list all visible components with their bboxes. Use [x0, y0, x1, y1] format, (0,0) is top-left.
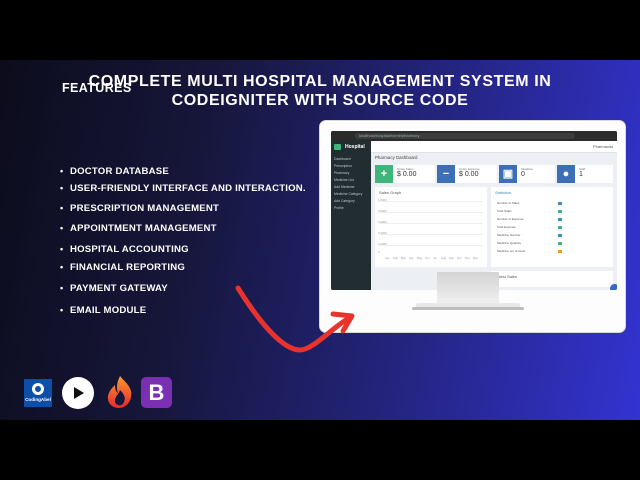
x-tick: Apr: [409, 256, 414, 260]
x-tick: Dec: [473, 256, 478, 260]
header-user: Pharmacist: [592, 144, 613, 149]
codeigniter-flame-icon: [104, 375, 136, 409]
page-title: Pharmacy Dashboard: [375, 155, 418, 160]
headline: COMPLETE MULTI HOSPITAL MANAGEMENT SYSTE…: [0, 72, 640, 110]
sales-graph-title: Sales Graph: [379, 190, 402, 195]
latest-sales-title: Latest Sales: [495, 274, 518, 279]
sidebar-item: Prescription: [334, 164, 352, 168]
sidebar-item: Medicine Category: [334, 192, 363, 196]
status-badge: [558, 250, 562, 253]
x-tick: Sep: [449, 256, 454, 260]
feature-item: •FINANCIAL REPORTING: [60, 262, 186, 273]
status-badge: [558, 226, 562, 229]
youtube-icon: [62, 377, 94, 409]
y-tick: 0: [378, 250, 380, 254]
y-tick: 0.6000: [378, 220, 387, 224]
statistics-panel: Statistics Number of Sales Total Sales N…: [491, 187, 613, 267]
x-tick: Jul: [433, 256, 437, 260]
plus-icon: +: [375, 165, 393, 183]
app-logo: Hospital: [331, 141, 371, 153]
x-tick: Feb: [393, 256, 398, 260]
y-tick: 0.2000: [378, 242, 387, 246]
app-main: Pharmacy Dashboard + Today Sales $ 0.00 …: [375, 155, 613, 287]
feature-item: •USER-FRIENDLY INTERFACE AND INTERACTION…: [60, 183, 306, 194]
x-tick: Oct: [457, 256, 462, 260]
sidebar-item: Add Category: [334, 199, 355, 203]
bootstrap-icon: B: [141, 377, 172, 408]
monitor-neck: [437, 272, 499, 304]
x-tick: Jun: [425, 256, 430, 260]
feature-item: •DOCTOR DATABASE: [60, 166, 169, 177]
hospital-logo-icon: [334, 144, 341, 150]
help-button[interactable]: [610, 284, 617, 290]
monitor-foot-edge: [412, 307, 524, 310]
statistics-row: Medicine out of stock: [497, 249, 526, 253]
monitor-foot: [416, 303, 520, 308]
sidebar-item: Add Medicine: [334, 185, 355, 189]
status-badge: [558, 218, 562, 221]
y-tick: 1.0000: [378, 198, 387, 202]
app-header: Hospital Pharmacist: [331, 141, 617, 153]
status-badge: [558, 202, 562, 205]
feature-item: •APPOINTMENT MANAGEMENT: [60, 223, 217, 234]
features-title: FEATURES: [62, 81, 132, 95]
sidebar-item: Profile: [334, 206, 344, 210]
status-badge: [558, 210, 562, 213]
stat-card: ▣ Medicine 0: [499, 165, 555, 183]
monitor-screen: localhost/hospital/home/pharmacy Hospita…: [331, 131, 617, 290]
medicine-icon: ▣: [499, 165, 517, 183]
x-tick: Aug: [441, 256, 446, 260]
status-badge: [558, 234, 562, 237]
minus-icon: −: [437, 165, 455, 183]
statistics-row: Medicine Number: [497, 233, 521, 237]
headline-line-1: COMPLETE MULTI HOSPITAL MANAGEMENT SYSTE…: [88, 73, 552, 90]
x-tick: May: [417, 256, 423, 260]
x-tick: Nov: [465, 256, 470, 260]
feature-item: •PRESCRIPTION MANAGEMENT: [60, 203, 220, 214]
statistics-row: Total Sales: [497, 209, 512, 213]
x-tick: Jan: [385, 256, 390, 260]
latest-sales-panel: Latest Sales: [491, 271, 613, 287]
hospital-app: Hospital Pharmacist Dashboard Prescripti…: [331, 141, 617, 290]
statistics-row: Number of Sales: [497, 201, 520, 205]
codingabel-logo-icon: CodingAbel: [24, 379, 52, 407]
browser-bar: localhost/hospital/home/pharmacy: [331, 131, 617, 141]
y-tick: 0.4000: [378, 231, 387, 235]
statistics-title: Statistics: [495, 190, 512, 195]
headline-line-2: CODEIGNITER WITH SOURCE CODE: [171, 92, 469, 109]
feature-item: •EMAIL MODULE: [60, 305, 147, 316]
feature-item: •PAYMENT GATEWAY: [60, 283, 168, 294]
sidebar-item: Medicine List: [334, 178, 354, 182]
sidebar-item: Dashboard: [334, 157, 351, 161]
statistics-row: Number of Expense: [497, 217, 524, 221]
user-icon: ●: [557, 165, 575, 183]
status-badge: [558, 242, 562, 245]
stat-card: + Today Sales $ 0.00: [375, 165, 435, 183]
address-url: localhost/hospital/home/pharmacy: [359, 133, 420, 138]
app-sidebar: Dashboard Prescription Pharmacy Medicine…: [331, 153, 371, 290]
x-tick: Mar: [401, 256, 406, 260]
feature-item: •HOSPITAL ACCOUNTING: [60, 244, 189, 255]
sales-graph-panel: Sales Graph 1.0000 0.8000 0.6000 0.4000 …: [375, 187, 487, 267]
address-bar: [355, 133, 575, 139]
sidebar-item: Pharmacy: [334, 171, 350, 175]
statistics-row: Medicine Quantity: [497, 241, 522, 245]
statistics-row: Total Expense: [497, 225, 516, 229]
stat-card: ● Staff 1: [557, 165, 613, 183]
y-tick: 0.8000: [378, 209, 387, 213]
stat-card: − Today Expense $ 0.00: [437, 165, 497, 183]
